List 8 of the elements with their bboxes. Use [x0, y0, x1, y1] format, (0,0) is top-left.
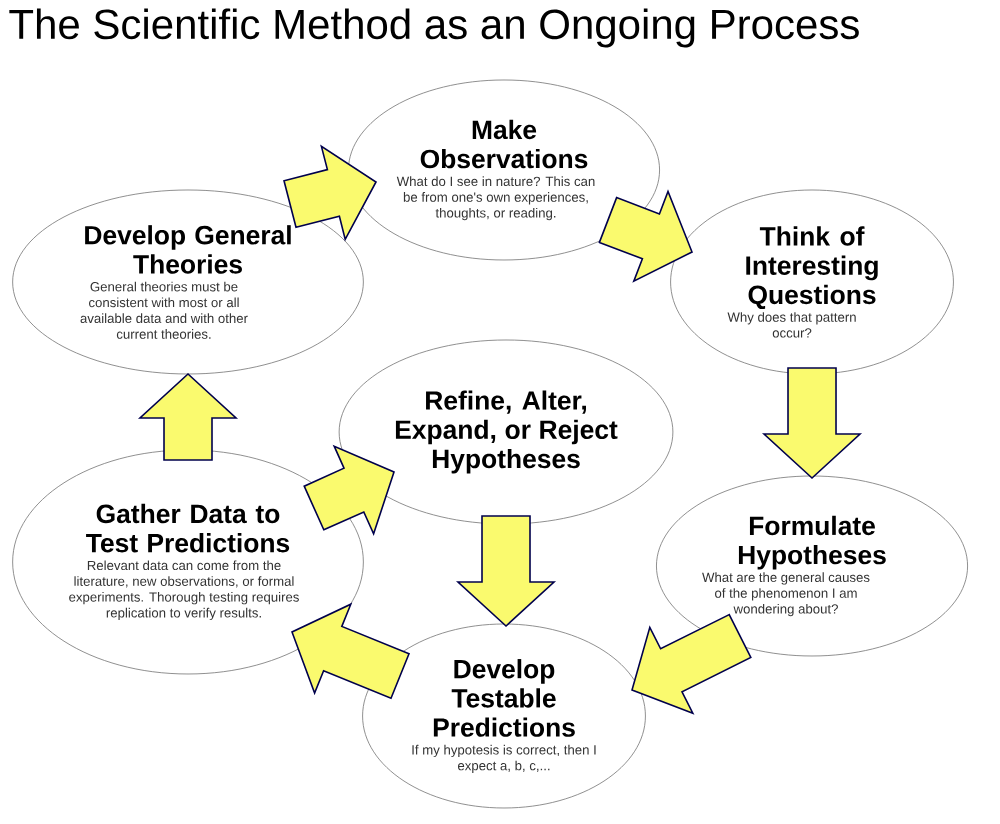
- block-arrow: [137, 372, 239, 461]
- title: The Scientific Method as an Ongoing Process: [9, 8, 859, 48]
- block-arrow: [455, 515, 557, 628]
- block-arrow: [598, 189, 694, 283]
- block-arrow: [761, 367, 863, 480]
- block-arrow: [303, 444, 395, 536]
- block-arrow: [283, 144, 378, 242]
- block-arrow: [631, 613, 752, 715]
